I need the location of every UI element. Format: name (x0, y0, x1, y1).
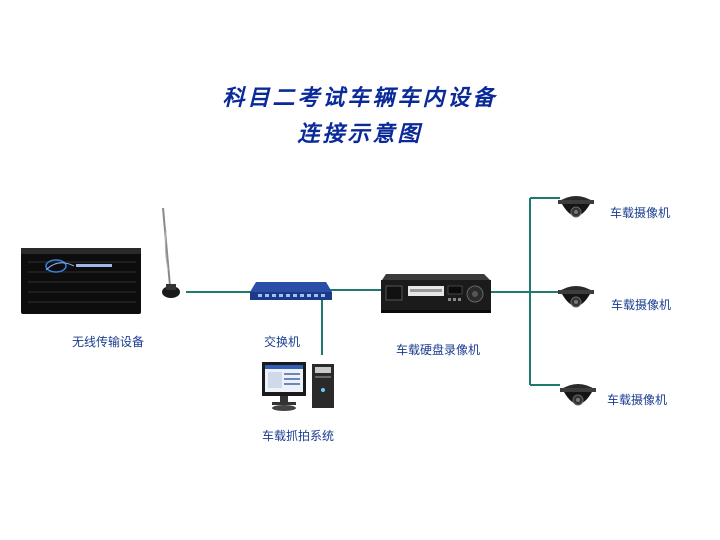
vehicle-dvr (381, 274, 491, 313)
camera-3-label: 车载摄像机 (607, 393, 668, 407)
switch-label: 交换机 (264, 335, 301, 349)
capture-system-label: 车载抓拍系统 (262, 429, 335, 443)
wireless-transmission-device (21, 207, 180, 314)
dome-camera-1 (558, 196, 594, 218)
wireless-device-label: 无线传输设备 (72, 335, 145, 349)
diagram-title-line1: 科目二考试车辆车内设备 (222, 85, 498, 111)
dome-camera-2 (558, 286, 594, 308)
network-switch (250, 282, 332, 300)
capture-system-pc (262, 362, 334, 411)
camera-1-label: 车载摄像机 (610, 206, 671, 220)
dome-camera-3 (560, 384, 596, 406)
camera-2-label: 车载摄像机 (611, 298, 672, 312)
diagram-title-line2: 连接示意图 (297, 121, 423, 147)
dvr-label: 车载硬盘录像机 (396, 343, 481, 357)
